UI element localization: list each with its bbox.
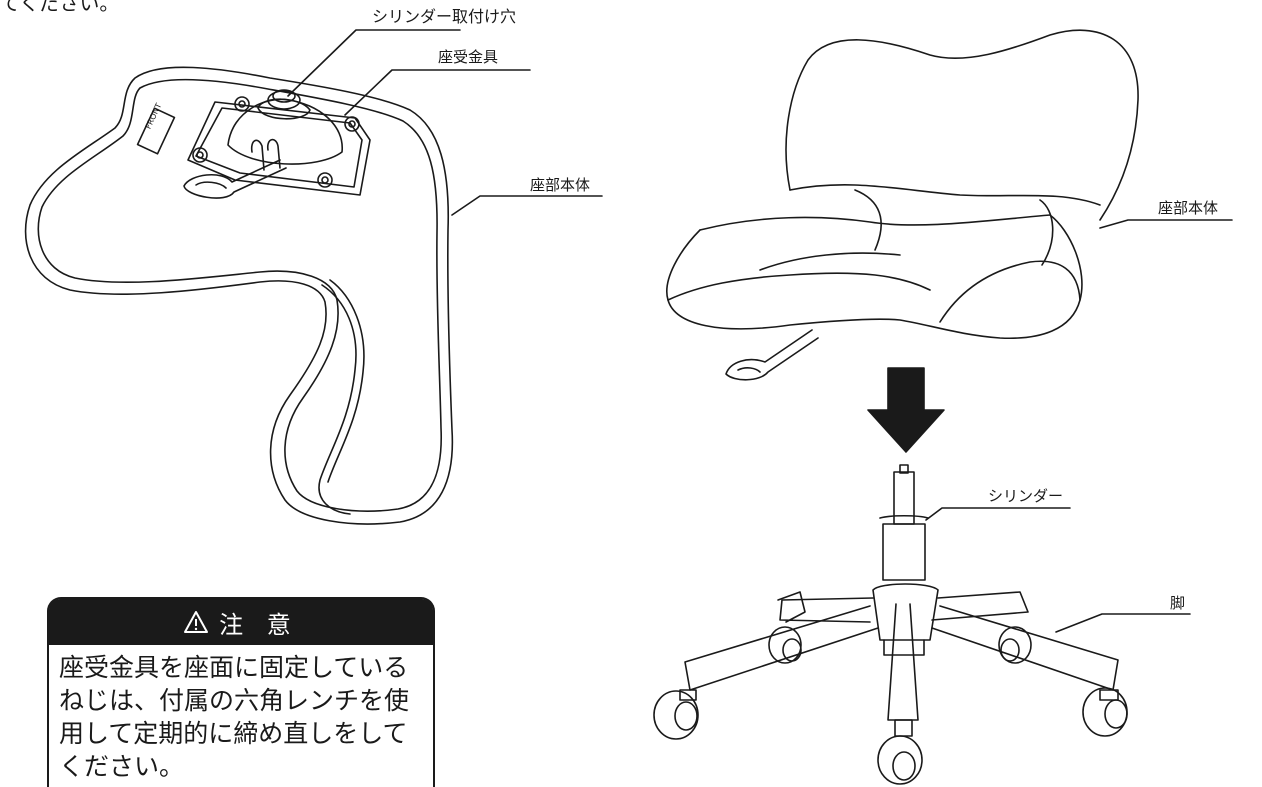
down-arrow-icon xyxy=(867,367,945,453)
chair-illustration xyxy=(653,29,1233,785)
label-cylinder-hole: シリンダー取付け穴 xyxy=(372,7,517,26)
caution-text: 座受金具を座面に固定している ねじは、付属の六角レンチを使 用して定期的に締め直… xyxy=(59,651,431,783)
warning-triangle-icon xyxy=(184,611,209,633)
label-leg: 脚 xyxy=(1170,594,1186,612)
label-seat-body-left: 座部本体 xyxy=(530,176,591,194)
seat-underside-illustration xyxy=(24,29,603,525)
caution-box: 注 意 座受金具を座面に固定している ねじは、付属の六角レンチを使 用して定期的… xyxy=(47,597,435,787)
label-seat-bracket: 座受金具 xyxy=(438,48,499,66)
label-seat-body-right: 座部本体 xyxy=(1158,199,1219,217)
caution-header: 注 意 xyxy=(49,599,433,645)
caution-line: ねじは、付属の六角レンチを使 xyxy=(59,686,410,715)
caution-title: 注 意 xyxy=(219,610,299,639)
top-fragment-text: てください。 xyxy=(0,0,120,15)
caution-line: 用して定期的に締め直しをして xyxy=(59,719,408,748)
caution-line: 座受金具を座面に固定している xyxy=(59,653,409,682)
caution-line: ください。 xyxy=(59,752,185,781)
label-cylinder: シリンダー xyxy=(988,487,1064,505)
